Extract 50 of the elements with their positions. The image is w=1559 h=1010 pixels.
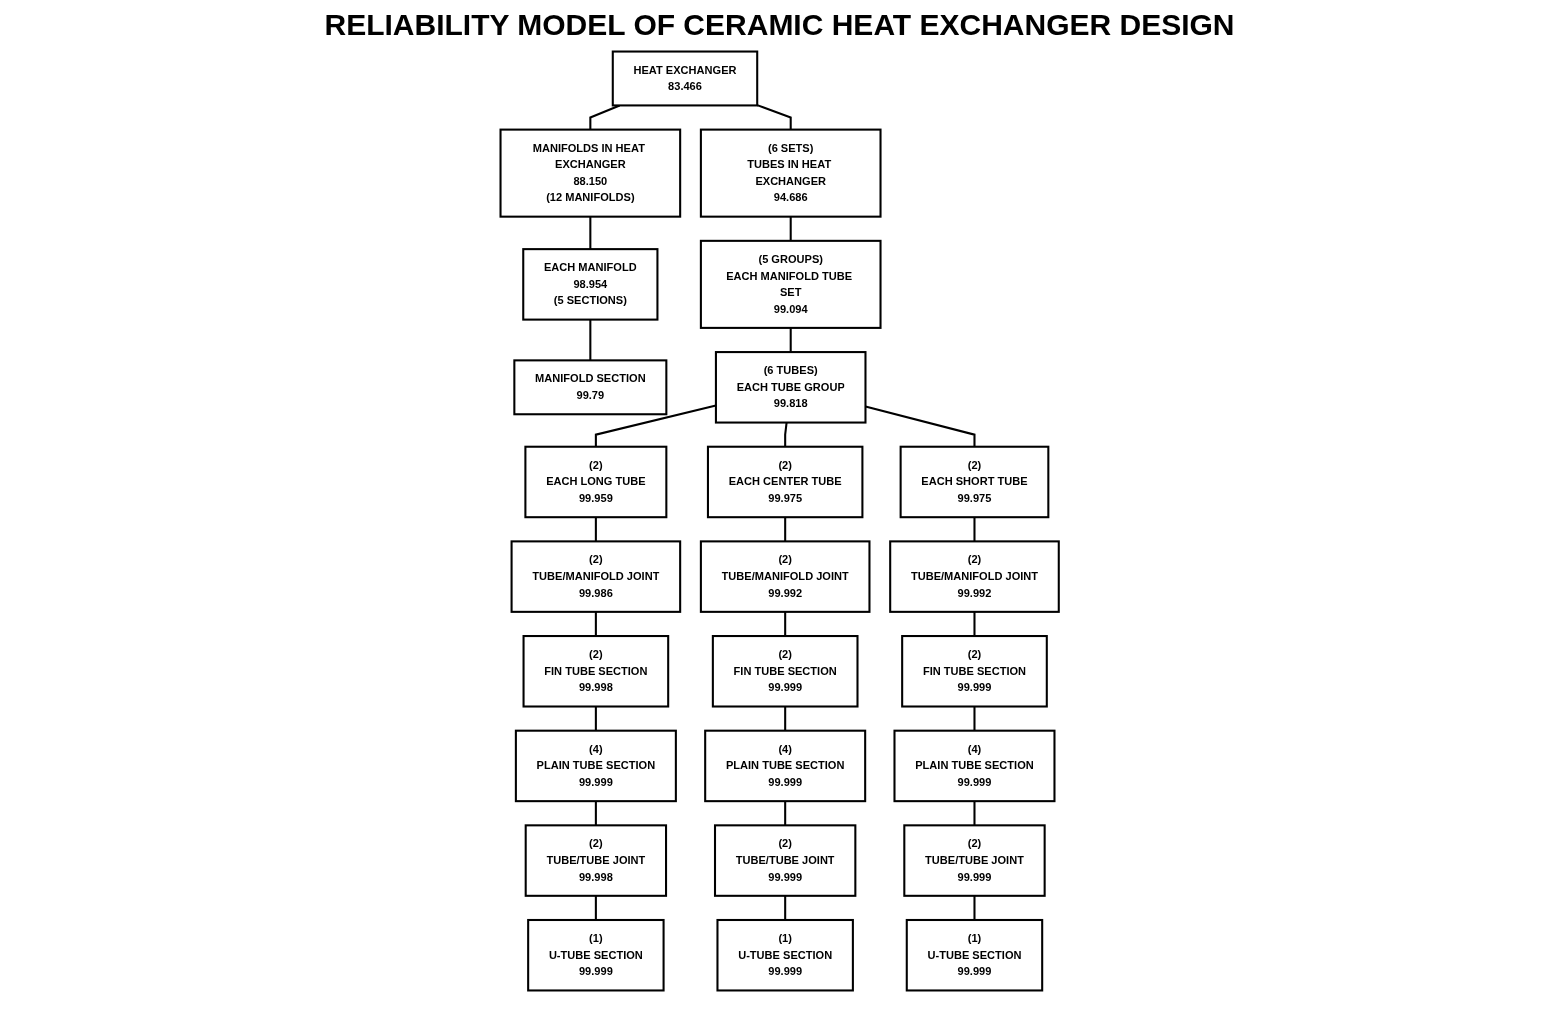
connector xyxy=(973,895,976,920)
connector xyxy=(589,319,592,361)
connector xyxy=(594,517,597,542)
node-box: (2) FIN TUBE SECTION 99.999 xyxy=(900,635,1048,708)
connector xyxy=(789,216,792,241)
diagram-title: RELIABILITY MODEL OF CERAMIC HEAT EXCHANGER DESIGN xyxy=(323,8,1236,42)
node-box: (2) EACH CENTER TUBE 99.975 xyxy=(706,445,864,519)
node-box: (2) FIN TUBE SECTION 99.999 xyxy=(711,635,859,708)
node-box: (2) TUBE/TUBE JOINT 99.998 xyxy=(524,824,667,897)
node-box: (2) TUBE/MANIFOLD JOINT 99.992 xyxy=(699,540,871,613)
node-box: MANIFOLDS IN HEAT EXCHANGER 88.150 (12 MANIFOLDS) xyxy=(499,128,682,218)
connector xyxy=(784,611,787,637)
connector xyxy=(973,517,976,542)
node-box: EACH MANIFOLD 98.954 (5 SECTIONS) xyxy=(522,248,659,321)
connector xyxy=(594,611,597,637)
connector xyxy=(594,706,597,731)
connector xyxy=(784,706,787,731)
connector xyxy=(589,104,620,130)
node-box: (2) TUBE/TUBE JOINT 99.999 xyxy=(903,824,1046,897)
node-box: (2) EACH SHORT TUBE 99.975 xyxy=(899,445,1050,519)
node-box: (4) PLAIN TUBE SECTION 99.999 xyxy=(893,729,1056,803)
connector xyxy=(594,895,597,920)
node-box: (2) TUBE/TUBE JOINT 99.999 xyxy=(713,824,857,897)
node-box: (6 TUBES) EACH TUBE GROUP 99.818 xyxy=(714,351,867,424)
connector xyxy=(973,801,976,826)
node-box: (2) EACH LONG TUBE 99.959 xyxy=(524,445,668,519)
connector xyxy=(784,517,787,542)
node-box: (1) U-TUBE SECTION 99.999 xyxy=(526,918,665,992)
connector xyxy=(594,404,716,447)
node-box: (6 SETS) TUBES IN HEAT EXCHANGER 94.686 xyxy=(699,128,882,218)
connector xyxy=(589,216,592,250)
node-box: (2) TUBE/MANIFOLD JOINT 99.986 xyxy=(510,540,682,613)
connector xyxy=(756,104,792,130)
node-box: (4) PLAIN TUBE SECTION 99.999 xyxy=(704,729,867,803)
node-box: (2) FIN TUBE SECTION 99.998 xyxy=(522,635,670,708)
node-box: (4) PLAIN TUBE SECTION 99.999 xyxy=(514,729,677,803)
connector xyxy=(973,706,976,731)
node-box: (5 GROUPS) EACH MANIFOLD TUBE SET 99.094 xyxy=(699,239,882,329)
connector xyxy=(865,405,976,447)
connector xyxy=(789,327,792,353)
node-box: (2) TUBE/MANIFOLD JOINT 99.992 xyxy=(889,540,1060,613)
connector xyxy=(973,611,976,637)
node-box: HEAT EXCHANGER 83.466 xyxy=(611,50,759,107)
node-box: MANIFOLD SECTION 99.79 xyxy=(513,359,668,416)
connector xyxy=(784,895,787,920)
connector xyxy=(784,801,787,826)
connector xyxy=(594,801,597,826)
node-box: (1) U-TUBE SECTION 99.999 xyxy=(905,918,1044,992)
connector xyxy=(784,422,788,447)
node-box: (1) U-TUBE SECTION 99.999 xyxy=(716,918,854,992)
